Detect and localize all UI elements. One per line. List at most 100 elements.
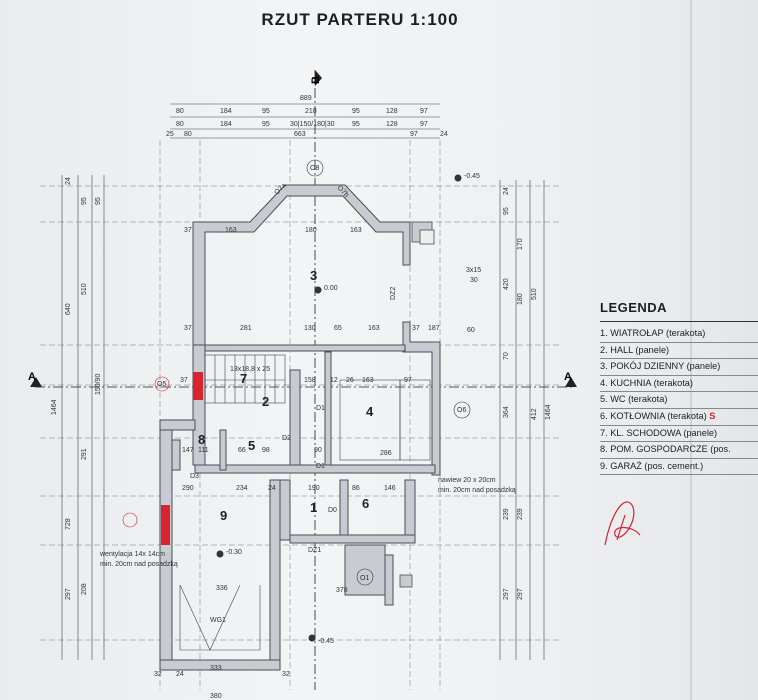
top-dim: 184 — [220, 121, 232, 128]
legend-item: 1. WIATROŁAP (terakota) — [600, 326, 758, 343]
inner-dim: 146 — [384, 485, 396, 492]
inner-dim: 163 — [225, 227, 237, 234]
top-dim: 97 — [420, 108, 428, 115]
top-dim: 663 — [294, 131, 306, 138]
section-letter-a-right: A — [564, 371, 572, 383]
right-dimension-lines — [499, 180, 545, 660]
top-dim: 95 — [352, 108, 360, 115]
inner-dim: 290 — [182, 485, 194, 492]
note-text: wentylacja 14x 14cm — [99, 551, 165, 558]
right-dim: 297 — [517, 588, 524, 600]
inner-dim: 98 — [262, 447, 270, 454]
left-dim: 291 — [81, 448, 88, 460]
walls — [159, 184, 441, 671]
level-label: -0.45 — [464, 173, 480, 180]
top-dim: 30|150/180|30 — [290, 121, 335, 128]
chimney — [399, 221, 435, 588]
legend-item: 3. POKÓJ DZIENNY (panele) — [600, 359, 758, 376]
inner-dim: 378 — [336, 587, 348, 594]
window-dim: 3x15 — [466, 267, 481, 274]
note-text: min. 20cm nad posadzką — [100, 561, 178, 568]
top-dim: 95 — [262, 108, 270, 115]
window-label: O6 — [457, 407, 466, 414]
legend-item-text: 6. KOTŁOWNIA (terakota) — [600, 410, 707, 421]
top-dim: 24 — [440, 131, 448, 138]
room-number: 5 — [248, 438, 255, 453]
inner-dim: 187 — [428, 325, 440, 332]
legend-divider — [600, 321, 758, 322]
right-dim: 239 — [517, 508, 524, 520]
inner-dim: 234 — [236, 485, 248, 492]
note-text: nawiew 20 x 20cm — [438, 477, 496, 484]
top-dim: 97 — [410, 131, 418, 138]
inner-dim: 286 — [380, 450, 392, 457]
legend-item: 4. KUCHNIA (terakota) — [600, 376, 758, 393]
highlighted-walls — [161, 372, 203, 545]
inner-dim: 90 — [314, 447, 322, 454]
left-dim: 297 — [65, 588, 72, 600]
legend: LEGENDA 1. WIATROŁAP (terakota) 2. HALL … — [600, 300, 758, 476]
red-annotation: S — [709, 410, 716, 421]
level-markers — [216, 174, 462, 642]
left-dim: 95 — [95, 197, 102, 205]
legend-item: 2. HALL (panele) — [600, 343, 758, 360]
room-number: 1 — [310, 500, 317, 515]
right-dim: 1464 — [545, 404, 552, 420]
top-dim: 128 — [386, 121, 398, 128]
window-circles — [122, 159, 471, 586]
level-label: -0.30 — [226, 549, 242, 556]
right-dim: 239 — [503, 508, 510, 520]
inner-dim: 12 — [330, 377, 338, 384]
door-label: D1 — [316, 405, 325, 412]
right-dim: 70 — [503, 352, 510, 360]
top-dim: 128 — [386, 108, 398, 115]
left-dim: 510 — [81, 283, 88, 295]
legend-title: LEGENDA — [600, 300, 668, 315]
right-dim: 170 — [517, 238, 524, 250]
right-dim: 420 — [503, 278, 510, 290]
bottom-dim: 24 — [176, 671, 184, 678]
inner-dim: 281 — [240, 325, 252, 332]
window-label: O5 — [157, 381, 166, 388]
top-dim: 80 — [184, 131, 192, 138]
kitchen-counter — [339, 379, 431, 461]
door-label: D3 — [190, 473, 199, 480]
room-number: 6 — [362, 496, 369, 511]
room-number: 3 — [310, 268, 317, 283]
top-dim: 97 — [420, 121, 428, 128]
inner-dim: 163 — [362, 377, 374, 384]
door-label: D0 — [328, 507, 337, 514]
right-dim: 297 — [503, 588, 510, 600]
garage-door-swing — [179, 584, 261, 651]
top-dim: 80 — [176, 121, 184, 128]
note-text: min. 20cm nad posadzką — [438, 487, 516, 494]
top-total-dim: 889 — [300, 95, 312, 102]
signature-scribble — [604, 501, 641, 546]
top-dimension-lines — [170, 103, 440, 139]
inner-dim: 158 — [304, 377, 316, 384]
inner-dim: 163 — [368, 325, 380, 332]
legend-item: 6. KOTŁOWNIA (terakota) S — [600, 409, 758, 426]
top-dim: 95 — [262, 121, 270, 128]
room-number: 8 — [198, 432, 205, 447]
left-dim: 150/90 — [95, 373, 102, 395]
level-label: -0.45 — [318, 638, 334, 645]
legend-item: 5. WC (terakota) — [600, 392, 758, 409]
door-label: DZ2 — [390, 287, 397, 300]
inner-dim: 24 — [268, 485, 276, 492]
staircase — [204, 354, 286, 404]
left-dim: 95 — [81, 197, 88, 205]
room-number: 9 — [220, 508, 227, 523]
inner-dim: 111 — [198, 447, 209, 454]
stair-label: 13x18,8 x 25 — [230, 366, 270, 373]
door-label: DZ1 — [308, 547, 321, 554]
top-dim: 210 — [305, 108, 317, 115]
left-dim: 728 — [65, 518, 72, 530]
window-label: O8 — [310, 165, 319, 172]
bottom-dim: 380 — [210, 693, 222, 700]
inner-dim: 336 — [216, 585, 228, 592]
inner-dim: 130 — [304, 325, 316, 332]
level-label: 0.00 — [324, 285, 338, 292]
inner-dim: 37 — [184, 227, 192, 234]
